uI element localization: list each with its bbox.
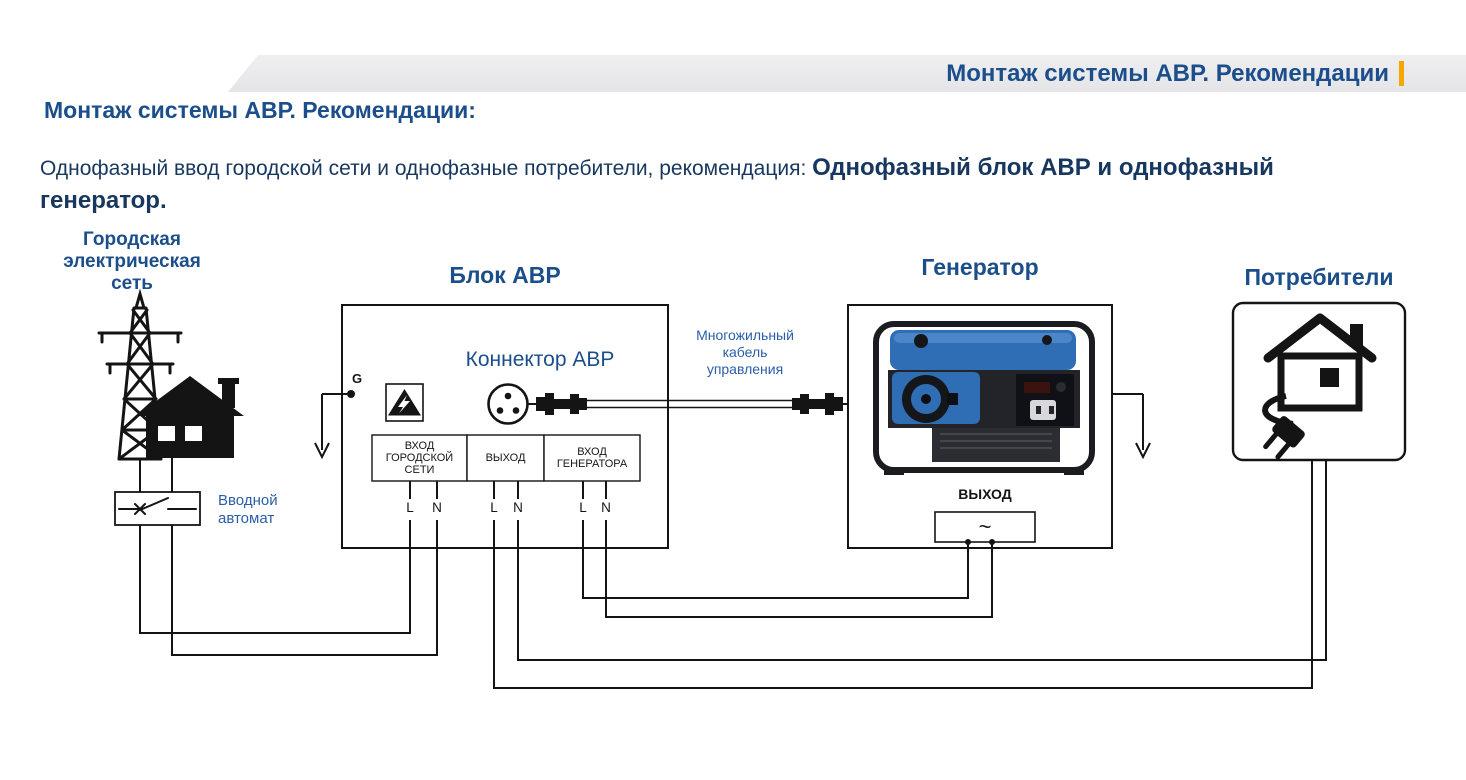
- house-icon: [136, 376, 244, 458]
- wires: [139, 458, 1327, 689]
- ground-arrow-right-icon: [1112, 393, 1151, 460]
- control-cable-label: Многожильный кабель управления: [682, 327, 808, 378]
- terminal-l-output: L: [490, 500, 498, 515]
- consumers-house-plug-icon: [1262, 313, 1377, 460]
- header-banner: Монтаж системы АВР. Рекомендации: [228, 55, 1466, 92]
- avr-port-boxes: [371, 434, 641, 482]
- city-grid-label-line3: сеть: [111, 273, 153, 294]
- terminal-l-city: L: [406, 500, 414, 515]
- input-breaker-label-line1: Вводной: [218, 492, 278, 509]
- terminal-n-output: N: [513, 500, 523, 515]
- control-cable-label-line3: управления: [706, 361, 784, 377]
- avr-block-box: [341, 304, 669, 549]
- generator-image: [873, 321, 1095, 475]
- control-cable-label-line1: Многожильный: [696, 327, 794, 343]
- city-grid-label-line1: Городская: [83, 229, 181, 250]
- generator-title: Генератор: [921, 254, 1039, 280]
- port-generator-input: ВХОД ГЕНЕРАТОРА: [544, 435, 640, 481]
- port-city-input-line1: ВХОД: [404, 440, 435, 452]
- terminal-l-generator: L: [579, 500, 587, 515]
- port-generator-input-line1: ВХОД: [577, 446, 607, 458]
- input-breaker-label: Вводной автомат: [218, 492, 308, 528]
- port-city-input: ВХОД ГОРОДСКОЙ СЕТИ: [372, 435, 467, 481]
- port-city-input-line2: ГОРОДСКОЙ: [385, 452, 454, 464]
- city-grid-label-line2: электрическая: [63, 251, 201, 272]
- avr-connector-label: Коннектор АВР: [465, 348, 615, 371]
- intro-paragraph: Однофазный ввод городской сети и однофаз…: [40, 151, 1380, 217]
- avr-connector-icon: [487, 383, 529, 425]
- consumers-title: Потребители: [1244, 264, 1394, 290]
- port-generator-input-line2: ГЕНЕРАТОРА: [556, 458, 628, 470]
- breaker-symbol: [114, 491, 201, 526]
- input-breaker-label-line2: автомат: [218, 510, 275, 527]
- avr-block-title: Блок АВР: [449, 262, 561, 288]
- accent-bar: [1399, 61, 1404, 86]
- generator-output-box: [934, 511, 1036, 545]
- terminal-n-generator: N: [601, 500, 611, 515]
- terminal-n-city: N: [432, 500, 442, 515]
- port-output-line1: ВЫХОД: [485, 452, 526, 464]
- intro-text-bold: Однофазный блок АВР и однофазный генерат…: [40, 154, 1274, 215]
- control-cable-icon: [528, 393, 849, 415]
- high-voltage-warning-icon: [385, 383, 424, 422]
- intro-text-regular: Однофазный ввод городской сети и однофаз…: [40, 157, 813, 180]
- port-city-input-line3: СЕТИ: [404, 464, 435, 476]
- control-cable-label-line2: кабель: [722, 344, 768, 360]
- page-title: Монтаж системы АВР. Рекомендации:: [44, 97, 476, 123]
- banner-title: Монтаж системы АВР. Рекомендации: [946, 59, 1389, 87]
- ac-symbol: ~: [978, 514, 992, 539]
- port-output: ВЫХОД: [467, 435, 544, 481]
- city-grid-label: Городская электрическая сеть: [37, 229, 227, 295]
- ground-arrow-left-icon: [314, 390, 355, 460]
- generator-output-label: ВЫХОД: [958, 486, 1012, 502]
- consumers-box: [1231, 301, 1407, 462]
- ground-terminal-label: G: [352, 371, 363, 386]
